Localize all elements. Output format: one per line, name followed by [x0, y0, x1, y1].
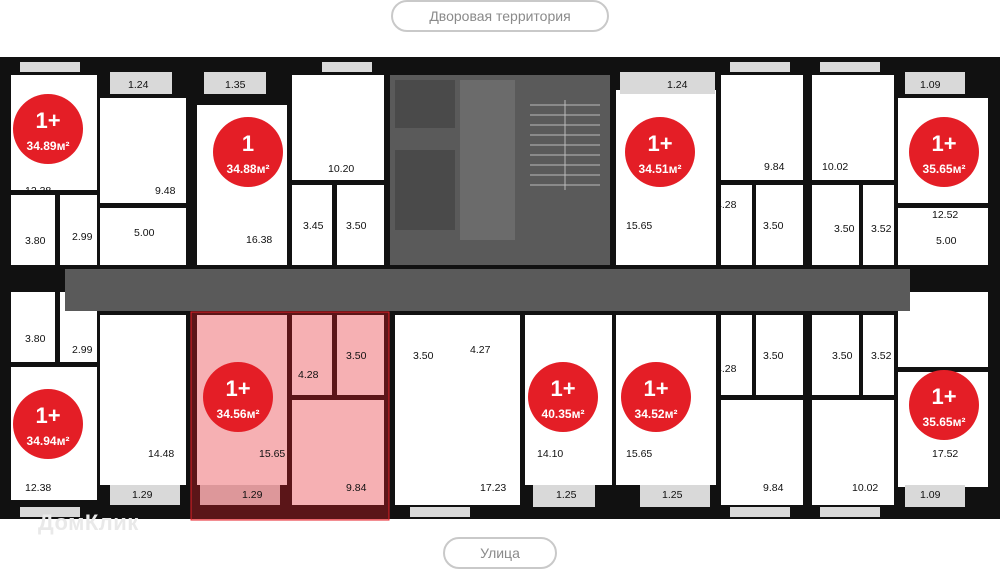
room-label: 12.38 — [25, 185, 51, 197]
apartment-badges: 1+ 34.89м² 1 34.88м² 1+ 34.51м² 1+ 35.65… — [13, 94, 979, 459]
room-label: 15.65 — [626, 448, 652, 460]
room-label: 3.80 — [25, 333, 46, 345]
room-label: 3.80 — [25, 235, 46, 247]
room-label: 2.99 — [72, 344, 93, 356]
room-label: 12.52 — [932, 209, 958, 221]
balconies — [20, 62, 965, 517]
room-label: 1.24 — [667, 79, 688, 91]
room-label: 1.29 — [242, 489, 263, 501]
room-label: 15.65 — [626, 220, 652, 232]
apartment-badge[interactable]: 1+ 34.56м² — [203, 362, 273, 432]
room-label: 9.84 — [764, 161, 785, 173]
room-label: 9.48 — [155, 185, 176, 197]
room-label: 4.28 — [298, 369, 319, 381]
room-label: 14.10 — [537, 448, 563, 460]
room-label: 1.25 — [556, 489, 577, 501]
watermark: ДомКлик — [38, 510, 139, 535]
room-label: 4.27 — [470, 344, 491, 356]
svg-text:34.52м²: 34.52м² — [635, 407, 678, 421]
apartment-badge[interactable]: 1 34.88м² — [213, 117, 283, 187]
room-label: 10.02 — [852, 482, 878, 494]
top-row-interiors — [11, 75, 988, 265]
room-label: 17.23 — [480, 482, 506, 494]
room-label: 10.02 — [822, 161, 848, 173]
room-label: 1.25 — [662, 489, 683, 501]
room-label: 5.00 — [936, 235, 957, 247]
svg-text:1+: 1+ — [35, 403, 60, 428]
svg-text:35.65м²: 35.65м² — [923, 415, 966, 429]
room-label: 2.99 — [72, 231, 93, 243]
room-label: 10.20 — [328, 163, 354, 175]
stair-core — [390, 75, 610, 265]
room-label: 9.84 — [346, 482, 367, 494]
room-label: 3.45 — [303, 220, 324, 232]
svg-text:1+: 1+ — [643, 376, 668, 401]
street-label: Улица — [443, 537, 557, 569]
corridor — [65, 269, 910, 311]
room-label: 3.50 — [346, 350, 367, 362]
svg-text:40.35м²: 40.35м² — [542, 407, 585, 421]
apartment-badge[interactable]: 1+ 34.94м² — [13, 389, 83, 459]
room-label: 15.65 — [259, 448, 285, 460]
room-label: 3.52 — [871, 350, 892, 362]
apartment-badge[interactable]: 1+ 34.52м² — [621, 362, 691, 432]
room-label: 3.50 — [763, 350, 784, 362]
apartment-badge[interactable]: 1+ 35.65м² — [909, 370, 979, 440]
room-label: 4.28 — [716, 199, 737, 211]
room-label: 1.09 — [920, 489, 941, 501]
room-label: 16.38 — [246, 234, 272, 246]
svg-text:1+: 1+ — [225, 376, 250, 401]
svg-text:34.56м²: 34.56м² — [217, 407, 260, 421]
room-label: 3.50 — [832, 350, 853, 362]
room-label: 1.24 — [128, 79, 149, 91]
svg-text:1: 1 — [242, 131, 254, 156]
svg-text:1+: 1+ — [931, 384, 956, 409]
svg-text:34.89м²: 34.89м² — [27, 139, 70, 153]
svg-text:34.51м²: 34.51м² — [639, 162, 682, 176]
room-label: 5.00 — [134, 227, 155, 239]
svg-text:1+: 1+ — [647, 131, 672, 156]
room-labels: 1.24 1.35 10.20 1.24 1.09 12.38 9.48 5.0… — [25, 79, 958, 501]
room-label: 1.29 — [132, 489, 153, 501]
room-label: 3.50 — [763, 220, 784, 232]
room-label: 1.09 — [920, 79, 941, 91]
room-label: 3.50 — [413, 350, 434, 362]
apartment-badge[interactable]: 1+ 34.51м² — [625, 117, 695, 187]
room-label: 3.50 — [346, 220, 367, 232]
svg-text:1+: 1+ — [931, 131, 956, 156]
svg-text:34.94м²: 34.94м² — [27, 434, 70, 448]
room-label: 14.48 — [148, 448, 174, 460]
svg-text:1+: 1+ — [35, 108, 60, 133]
room-label: 9.84 — [763, 482, 784, 494]
svg-text:35.65м²: 35.65м² — [923, 162, 966, 176]
room-label: 1.35 — [225, 79, 246, 91]
room-label: 3.52 — [871, 223, 892, 235]
room-label: 17.52 — [932, 448, 958, 460]
apartment-badge[interactable]: 1+ 34.89м² — [13, 94, 83, 164]
svg-text:34.88м²: 34.88м² — [227, 162, 270, 176]
room-label: 3.50 — [834, 223, 855, 235]
room-label: 4.28 — [716, 363, 737, 375]
courtyard-label: Дворовая территория — [391, 0, 609, 32]
apartment-badge[interactable]: 1+ 40.35м² — [528, 362, 598, 432]
room-label: 12.38 — [25, 482, 51, 494]
svg-text:1+: 1+ — [550, 376, 575, 401]
apartment-badge[interactable]: 1+ 35.65м² — [909, 117, 979, 187]
